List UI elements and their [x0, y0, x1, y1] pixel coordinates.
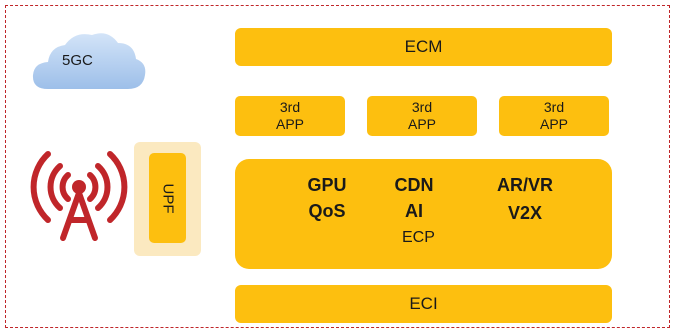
ecp-column-gpu-qos: GPU QoS — [297, 172, 357, 224]
ecp-item: AI — [405, 201, 423, 221]
third-party-app-2: 3rd APP — [367, 96, 477, 136]
app-label-line2: APP — [539, 116, 568, 132]
radio-tower-icon — [30, 151, 128, 241]
app-label-line1: 3rd — [543, 99, 565, 115]
app-label-line2: APP — [275, 116, 304, 132]
cloud-label: 5GC — [62, 52, 93, 69]
ecp-item: GPU — [307, 175, 347, 195]
ecp-item: AR/VR — [496, 175, 553, 195]
upf-container: UPF — [134, 142, 201, 256]
dashed-boundary — [5, 5, 670, 328]
ecm-bar: ECM — [235, 28, 612, 66]
third-party-app-1: 3rd APP — [235, 96, 345, 136]
eci-bar: ECI — [235, 285, 612, 323]
eci-label: ECI — [409, 294, 438, 313]
app-label-line1: 3rd — [279, 99, 301, 115]
ecp-column-cdn-ai: CDN AI — [384, 172, 444, 224]
ecp-label: ECP — [402, 229, 435, 246]
app-label-line2: APP — [407, 116, 436, 132]
ecp-item: V2X — [507, 203, 543, 223]
upf-block: UPF — [149, 153, 186, 243]
cloud-icon — [32, 33, 146, 89]
third-party-app-3: 3rd APP — [499, 96, 609, 136]
app-label-line1: 3rd — [411, 99, 433, 115]
ecp-block: GPU QoS CDN AI AR/VR V2X ECP — [235, 159, 612, 269]
ecm-label: ECM — [404, 37, 443, 56]
upf-label: UPF — [159, 183, 176, 213]
ecp-item: QoS — [308, 201, 346, 221]
ecp-item: CDN — [394, 175, 434, 195]
ecp-column-arvr-v2x: AR/VR V2X — [487, 172, 563, 226]
